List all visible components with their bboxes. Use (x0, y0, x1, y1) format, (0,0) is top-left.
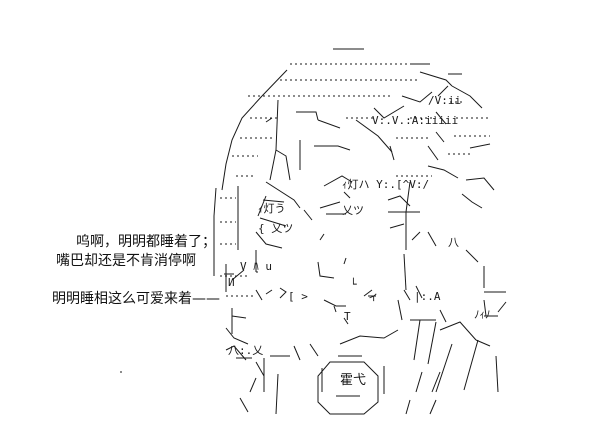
svg-text:|:.A: |:.A (414, 290, 441, 303)
hair-right-lower (465, 249, 507, 393)
svg-text:И: И (228, 276, 235, 289)
glyph-fragments: /V:ii V:.V.:A:iiiii ｨ灯ハ Y:.[^V:/ ｨ灯う 乂ツ … (228, 94, 491, 357)
svg-text:八: 八 (448, 236, 459, 249)
body-left (224, 264, 362, 361)
dialogue-line-1: 呜啊，明明都睡着了； (76, 234, 216, 250)
face-lower (255, 231, 376, 325)
hair-crown (248, 48, 483, 109)
svg-text:└: └ (350, 277, 357, 291)
svg-text:乂ツ: 乂ツ (342, 204, 364, 217)
dialogue-line-3: 明明睡相这么可爱来着—— (52, 291, 220, 307)
face-right (389, 181, 477, 341)
svg-text:ｨ灯う: ｨ灯う (258, 202, 286, 215)
svg-text:V:.V.:A:iiiii: V:.V.:A:iiiii (372, 114, 458, 127)
closed-eyes (257, 175, 420, 227)
svg-text:ﾉｨﾉ: ﾉｨﾉ (474, 308, 491, 321)
svg-text:ｨ灯ハ Y:.[^V:/: ｨ灯ハ Y:.[^V:/ (342, 178, 429, 191)
dialogue-line-2: 嘴巴却还是不肯消停啊 (56, 253, 196, 269)
svg-text:T: T (344, 310, 351, 323)
svg-text:八:.乂: 八:.乂 (228, 344, 263, 357)
hair-left (213, 95, 280, 277)
emblem-text: 霍弋 (339, 373, 366, 388)
svg-text:[ >: [ > (288, 290, 308, 303)
fringe (265, 111, 351, 209)
hair-right (346, 85, 495, 209)
svg-text:/V:ii: /V:ii (428, 94, 461, 107)
svg-text:ィ: ィ (368, 290, 379, 303)
svg-text:V ﾊ u: V ﾊ u (240, 260, 272, 273)
clothing (239, 319, 479, 415)
svg-text:{ 乂ツ: { 乂ツ (258, 222, 293, 235)
emblem-badge (317, 361, 379, 415)
